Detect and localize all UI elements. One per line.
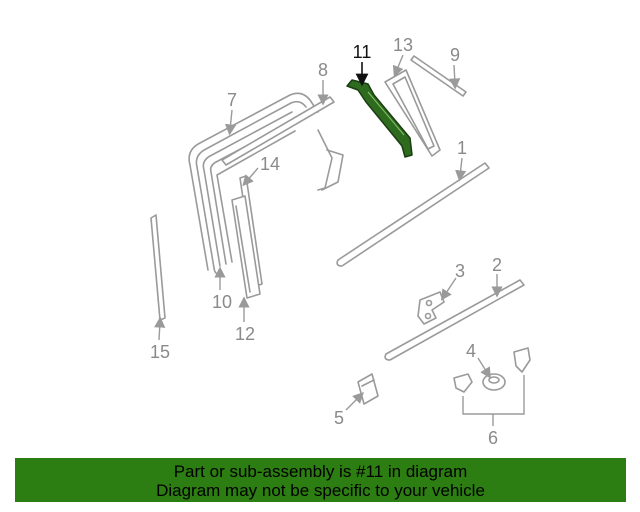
callout-11: 11 xyxy=(353,42,372,62)
banner-line-1: Part or sub-assembly is #11 in diagram xyxy=(173,462,468,481)
part-8-upper-molding xyxy=(221,96,344,191)
callout-7: 7 xyxy=(227,90,237,110)
callout-8: 8 xyxy=(318,60,328,80)
callout-6: 6 xyxy=(488,428,498,448)
callout-5: 5 xyxy=(334,408,344,428)
callout-14: 14 xyxy=(260,154,280,174)
callout-10: 10 xyxy=(212,292,232,312)
part-7-door-frame xyxy=(188,92,319,276)
part-2-lower-molding xyxy=(384,279,525,361)
banner-line-2: Diagram may not be specific to your vehi… xyxy=(156,481,485,500)
part-6-clips xyxy=(453,347,531,393)
part-4-grommet xyxy=(482,373,506,391)
part-13-quarter-glass xyxy=(384,69,441,157)
disclaimer-banner: Part or sub-assembly is #11 in diagram D… xyxy=(15,458,626,502)
part-3-bracket xyxy=(417,291,445,325)
parts-diagram: 11 13 9 8 7 14 1 3 2 10 12 15 4 5 6 xyxy=(150,35,531,448)
callout-4: 4 xyxy=(466,341,476,361)
callout-1: 1 xyxy=(457,138,467,158)
part-15-front-strip xyxy=(150,214,166,321)
part-12-pillar-trim xyxy=(231,195,261,299)
callout-9: 9 xyxy=(450,45,460,65)
callout-2: 2 xyxy=(492,255,502,275)
part-11-highlighted xyxy=(346,79,413,158)
callout-13: 13 xyxy=(393,35,413,55)
callout-15: 15 xyxy=(150,342,170,362)
callout-3: 3 xyxy=(455,261,465,281)
callout-12: 12 xyxy=(235,324,255,344)
part-5-clip xyxy=(357,373,379,405)
part-1-belt-molding xyxy=(336,162,490,267)
